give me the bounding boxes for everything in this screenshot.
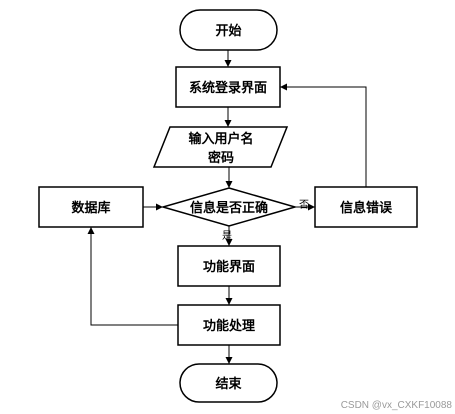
start-label: 开始 — [215, 23, 241, 39]
database-label: 数据库 — [71, 200, 110, 216]
login-ui-box — [175, 66, 281, 108]
input-parallelogram — [152, 126, 289, 168]
error-label: 信息错误 — [340, 200, 393, 216]
decision-label: 信息是否正确 — [190, 200, 268, 216]
edge-error-to-login — [280, 83, 367, 187]
database-box — [38, 186, 144, 228]
edge-label-no: 否 — [299, 199, 309, 211]
edge-label-yes: 是 — [222, 230, 232, 242]
end-label: 结束 — [215, 376, 242, 392]
function-process-label: 功能处理 — [203, 318, 255, 334]
function-ui-box — [177, 245, 281, 287]
login-ui-label: 系统登录界面 — [189, 80, 267, 96]
watermark-text: CSDN @vx_CXKF10088 — [341, 400, 453, 411]
input-label-line2: 密码 — [207, 150, 234, 166]
edge-process-to-database — [87, 227, 178, 326]
input-label-line1: 输入用户名 — [188, 131, 253, 147]
function-ui-label: 功能界面 — [203, 259, 255, 275]
